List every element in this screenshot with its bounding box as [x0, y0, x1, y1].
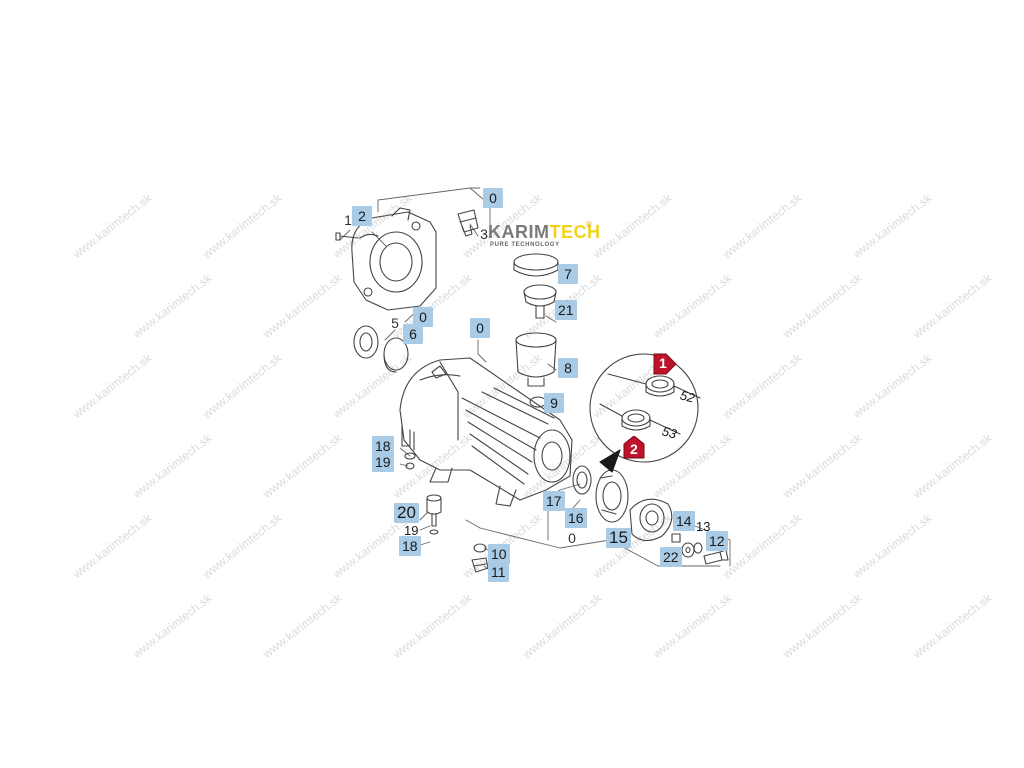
damper-part-20	[426, 494, 442, 535]
callout-12: 12	[706, 531, 728, 551]
logo-name-part2: TECH	[549, 222, 601, 242]
callout-19-upper: 19	[372, 452, 394, 472]
callout-20: 20	[394, 503, 419, 523]
callout-16: 16	[565, 508, 587, 528]
screw-part-1	[335, 232, 359, 241]
callout-1: 1	[344, 212, 352, 228]
callout-9: 9	[544, 393, 564, 413]
logo-name-part1: KARIM	[488, 222, 550, 242]
plug-part-11	[471, 557, 489, 573]
cam-plate-part-15	[629, 498, 673, 542]
callout-0-seal: 0	[413, 307, 433, 327]
callout-21: 21	[555, 300, 577, 320]
label-13: 13	[696, 519, 711, 534]
callout-15: 15	[606, 528, 631, 548]
callout-2: 2	[352, 206, 372, 226]
callout-0-housing: 0	[470, 318, 490, 338]
washer-part-13	[681, 542, 695, 558]
callout-14: 14	[673, 511, 695, 531]
disc-part-7	[513, 253, 559, 277]
callout-0-top: 0	[483, 188, 503, 208]
callout-5: 5	[391, 315, 399, 331]
logo-tagline: PURE TECHNOLOGY	[490, 242, 560, 248]
callout-18-lower: 18	[399, 536, 421, 556]
inset-marker-1-label: 1	[659, 355, 667, 371]
callout-6: 6	[403, 324, 423, 344]
motor-housing	[399, 357, 573, 507]
callout-18-upper: 18	[372, 436, 394, 456]
inset-marker-1	[653, 353, 677, 375]
callout-8: 8	[558, 358, 578, 378]
washer-part-14	[693, 542, 703, 554]
label-19-lower: 19	[404, 523, 419, 538]
o-ring-part-10	[473, 543, 487, 553]
seal-part-5	[353, 325, 379, 359]
callout-10: 10	[488, 544, 510, 564]
callout-0-bearing: 0	[568, 530, 576, 546]
callout-11: 11	[488, 562, 509, 582]
inset-marker-2-label: 2	[630, 441, 638, 457]
ring-part-6	[383, 337, 409, 373]
pin-part-22	[671, 533, 681, 543]
callout-3: 3	[480, 226, 488, 242]
cylinder-part-8	[515, 332, 557, 387]
callout-22: 22	[660, 547, 682, 567]
inset-marker-2	[623, 436, 645, 459]
screw-part-12	[703, 549, 729, 565]
karimtech-logo: KARIMTECH ® PURE TECHNOLOGY	[478, 220, 601, 256]
valve-fitting-part-3	[457, 209, 479, 237]
inset-detail	[589, 353, 701, 473]
callout-7: 7	[558, 264, 578, 284]
callout-17: 17	[543, 491, 565, 511]
washer-part-18	[404, 452, 416, 470]
seal-part-17	[572, 465, 592, 495]
logo-registered-mark: ®	[586, 220, 592, 229]
insert-part-21	[523, 284, 557, 319]
bearing-part-16	[595, 469, 629, 523]
